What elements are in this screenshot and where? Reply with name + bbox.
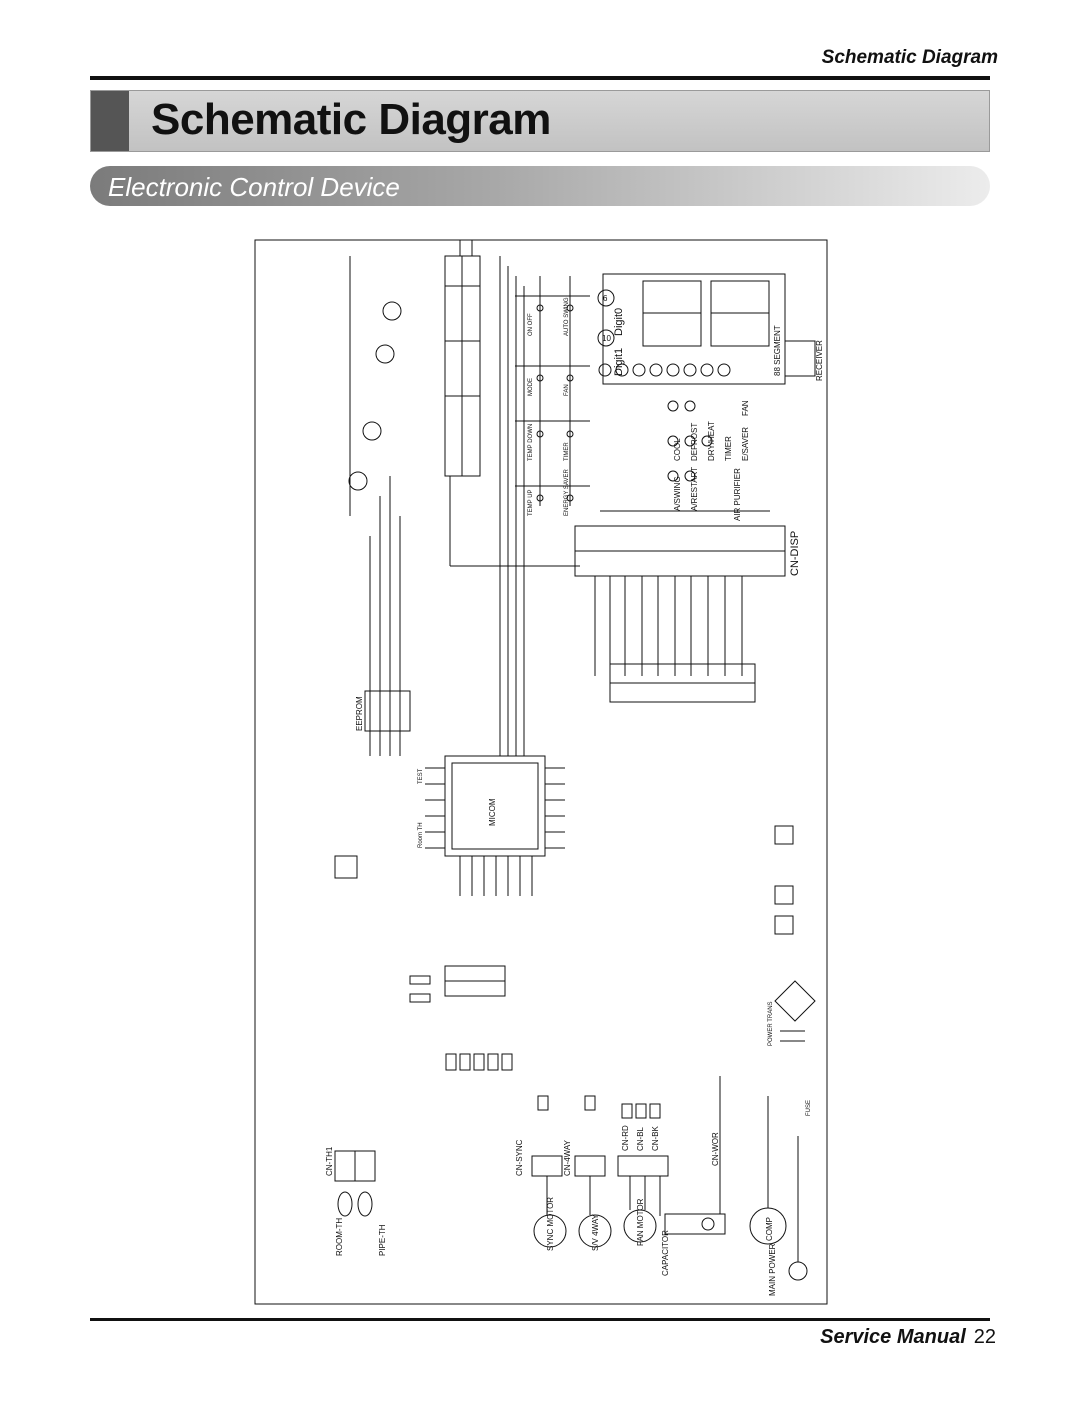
4way-valve <box>578 1214 612 1248</box>
digit0-label: Digit0 <box>613 308 625 336</box>
cn-th1-label: CN-TH1 <box>325 1146 334 1176</box>
resistor-ladder <box>594 576 743 676</box>
mcu-pin-stubs <box>425 767 565 896</box>
section-title: Schematic Diagram <box>821 47 998 68</box>
filter-resistor-1 <box>409 975 431 985</box>
receiver-module <box>784 340 816 377</box>
cn-sync-label: CN-SYNC <box>515 1139 524 1176</box>
cn-4way-connector <box>574 1155 606 1177</box>
relay-switches <box>537 1095 661 1119</box>
fan-capacitor <box>664 1213 726 1235</box>
main-power-label: MAIN POWER <box>768 1243 777 1296</box>
switch-auto-swing: AUTO SWING <box>564 297 570 336</box>
board-outline <box>254 239 828 1305</box>
page-number: 22 <box>973 1326 996 1348</box>
switch-energy-saver: ENERGY SAVER <box>564 469 570 516</box>
power-section <box>774 825 816 1042</box>
schematic-diagram: 10 6 Digit0 Digit1 88 SEGMENT ON OFF AUT… <box>250 236 830 1306</box>
cn-wo-label: CN-WOR <box>711 1132 720 1166</box>
mcu-chip <box>444 755 546 857</box>
led-fan: FAN <box>741 400 750 416</box>
fan-motor <box>623 1209 657 1243</box>
pipe-thermistor <box>357 1191 373 1217</box>
cn-rd-label: CN-RD <box>621 1125 630 1151</box>
transistor-array <box>348 256 402 516</box>
cn-sync-connector <box>531 1155 563 1177</box>
led-column <box>600 400 770 512</box>
mcu-pin-room-th: Room TH <box>418 822 424 848</box>
switch-timer: TIMER <box>564 442 570 461</box>
crystal-oscillator <box>334 855 358 879</box>
compressor-label: COMP <box>765 1217 774 1241</box>
cn-bk-label: CN-BK <box>651 1125 660 1151</box>
filter-resistor-2 <box>409 993 431 1003</box>
main-power-plug <box>788 1261 808 1281</box>
relay-coils <box>445 1053 513 1071</box>
sync-motor-label: SYNC MOTOR <box>546 1197 555 1251</box>
eeprom-label: EEPROM <box>355 696 364 731</box>
footer-rule <box>90 1318 990 1321</box>
schematic-svg: 10 6 Digit0 Digit1 88 SEGMENT ON OFF AUT… <box>254 239 828 1305</box>
switch-temp-down: TEMP DOWN <box>528 424 534 461</box>
led-timer: TIMER <box>724 436 733 461</box>
switch-temp-up: TEMP UP <box>528 489 534 516</box>
power-trans-label: POWER TRANS <box>768 1001 774 1046</box>
segment-display <box>602 273 786 385</box>
bus-lines <box>369 256 580 756</box>
mcu-label: MICOM <box>488 798 497 826</box>
header-rule <box>90 76 990 80</box>
digit1-label: Digit1 <box>613 348 625 376</box>
subtitle-banner: Electronic Control Device <box>90 166 990 206</box>
eeprom-chip <box>364 690 411 732</box>
switch-mode: MODE <box>528 378 534 396</box>
pipe-th-label: PIPE-TH <box>378 1224 387 1256</box>
switch-fan: FAN <box>564 384 570 396</box>
title-banner: Schematic Diagram <box>90 90 990 152</box>
room-th-label: ROOM-TH <box>335 1218 344 1256</box>
display-pin-6-label: 6 <box>603 294 608 303</box>
footer-label: Service Manual <box>820 1326 966 1348</box>
led-cool: COOL <box>673 438 682 461</box>
led-defrost: DEFROST <box>690 423 699 461</box>
led-dry-heat: DRY/HEAT <box>707 421 716 461</box>
switch-matrix <box>515 276 590 506</box>
led-e-saver: E/SAVER <box>741 427 750 461</box>
display-pin-row <box>598 363 731 377</box>
subtitle: Electronic Control Device <box>108 172 400 202</box>
segment-label: 88 SEGMENT <box>773 325 782 376</box>
4way-label: S/V 4WAY <box>591 1213 600 1251</box>
cn-disp-label: CN-DISP <box>789 531 801 576</box>
display-pin-10-label: 10 <box>602 334 611 343</box>
page-title: Schematic Diagram <box>151 95 551 144</box>
sync-motor <box>533 1214 567 1248</box>
receiver-label: RECEIVER <box>815 340 824 381</box>
display-pin-6 <box>597 289 615 307</box>
capacitor-label: CAPACITOR <box>661 1230 670 1276</box>
cn-fan-connector <box>617 1155 669 1177</box>
led-a-restart: A/RESTART <box>690 467 699 511</box>
mcu-pin-test: TEST <box>418 768 424 784</box>
switch-on-off: ON OFF <box>528 313 534 336</box>
banner-accent-block <box>91 91 129 151</box>
footer: Service Manual 22 <box>820 1326 996 1349</box>
room-thermistor <box>337 1191 353 1217</box>
display-pin-10 <box>597 329 615 347</box>
cn-bl-label: CN-BL <box>636 1126 645 1151</box>
cn-4way-label: CN-4WAY <box>563 1139 572 1176</box>
fan-motor-label: FAN MOTOR <box>636 1198 645 1246</box>
led-air-purifier: AIR PURIFIER <box>733 468 742 521</box>
led-a-swing: A/SWING <box>673 476 682 511</box>
fuse-label: FUSE <box>806 1100 812 1116</box>
